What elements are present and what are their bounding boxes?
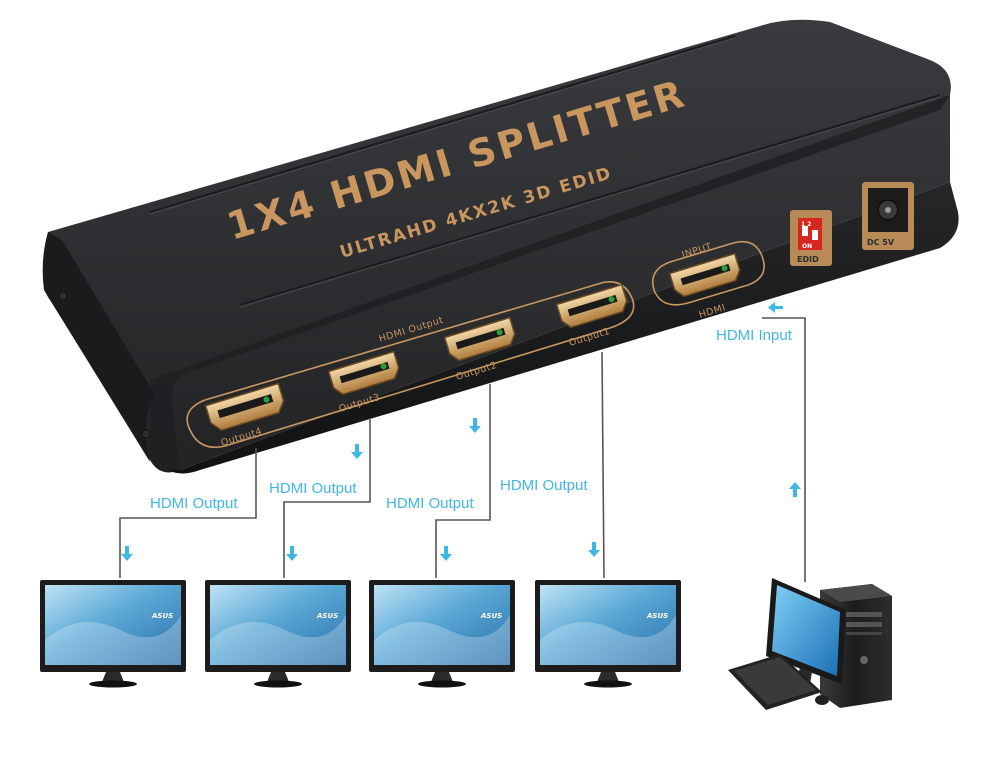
flow-arrows xyxy=(121,302,801,561)
monitor-brand: ASUS xyxy=(316,612,338,620)
arrow-down-icon xyxy=(440,546,452,561)
output-label-1: HDMI Output xyxy=(150,495,238,512)
hdmi-port-output1[interactable] xyxy=(555,283,630,330)
cables xyxy=(119,317,806,582)
edid-label: EDID xyxy=(797,255,819,264)
input-group-outline xyxy=(651,240,765,306)
arrow-down-icon xyxy=(469,418,481,433)
cable-input xyxy=(762,317,806,582)
hdmi-splitter-device: 1X4 HDMI SPLITTER ULTRAHD 4KX2K 3D EDID … xyxy=(42,19,959,474)
hdmi-port-input[interactable] xyxy=(668,252,743,299)
cable-output3 xyxy=(283,418,371,578)
arrow-left-icon xyxy=(768,302,783,313)
monitor-brand: ASUS xyxy=(646,612,668,620)
dc-power-jack[interactable]: DC 5V xyxy=(862,182,914,250)
edid-switch-on: ON xyxy=(802,243,812,250)
arrow-down-icon xyxy=(588,542,600,557)
desktop-pc xyxy=(728,578,892,710)
dc-label: DC 5V xyxy=(867,238,895,247)
cable-output2 xyxy=(435,384,491,578)
monitor-1: ASUS xyxy=(40,580,186,688)
output-label-2: HDMI Output xyxy=(269,480,357,497)
edid-switch-numbers: 1 2 xyxy=(801,221,811,228)
arrow-down-icon xyxy=(286,546,298,561)
edid-switch[interactable]: 1 2 ON EDID xyxy=(790,210,832,266)
hdmi-port-output4[interactable] xyxy=(204,382,287,433)
hdmi-port-output2[interactable] xyxy=(443,316,518,363)
desktop-pc-icon xyxy=(728,578,892,710)
cable-output4 xyxy=(119,448,257,578)
arrow-up-icon xyxy=(789,482,801,497)
arrow-down-icon xyxy=(121,546,133,561)
output-label-4: HDMI Output xyxy=(500,477,588,494)
monitor-brand: ASUS xyxy=(151,612,173,620)
monitor-brand: ASUS xyxy=(480,612,502,620)
hdmi-port-output3[interactable] xyxy=(327,350,402,397)
input-label: HDMI Input xyxy=(716,327,793,344)
cable-output1 xyxy=(601,351,605,579)
arrow-down-icon xyxy=(351,444,363,459)
output-label-3: HDMI Output xyxy=(386,495,474,512)
monitor-3: ASUS xyxy=(369,580,515,688)
monitor-2: ASUS xyxy=(205,580,351,688)
monitor-4: ASUS xyxy=(535,580,681,688)
